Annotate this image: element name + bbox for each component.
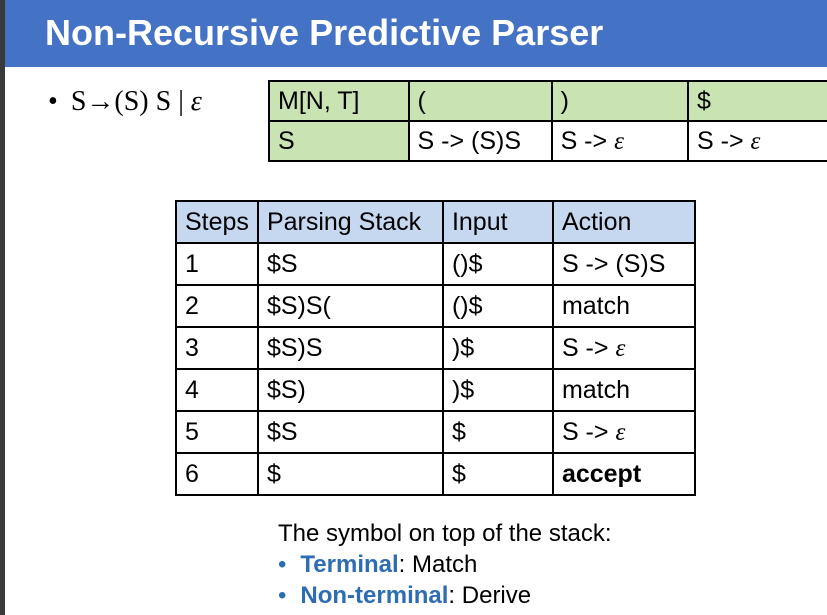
step-number-cell: 1: [175, 242, 259, 286]
note-bullet: •: [278, 582, 287, 609]
grammar-separator: |: [178, 86, 184, 117]
nonterminal-term: Non-terminal: [300, 582, 449, 609]
input-cell: ()$: [441, 284, 554, 328]
grammar-rhs: (S) S: [114, 86, 172, 117]
input-cell: )$: [441, 368, 554, 412]
stack-cell: $S): [256, 368, 444, 412]
parse-table-header-cell: $: [687, 80, 827, 122]
note-bullet: •: [278, 551, 287, 578]
grammar-rule: • S→(S) S | ε: [48, 86, 202, 118]
parse-table-cell: S -> (S)S: [407, 120, 553, 162]
input-cell: $: [441, 452, 554, 496]
grammar-arrow: →: [86, 86, 115, 117]
action-cell: S -> ε: [551, 410, 696, 454]
grammar-epsilon: ε: [190, 86, 202, 117]
stack-cell: $S)S(: [256, 284, 444, 328]
stack-cell: $S: [256, 242, 444, 286]
epsilon-symbol: ε: [750, 127, 761, 155]
parsing-stack-header-cell: Parsing Stack: [256, 200, 444, 244]
left-edge-bar: [0, 0, 5, 615]
step-number-cell: 4: [175, 368, 259, 412]
parse-table-header-row: M[N, T] ( ) $: [268, 80, 827, 122]
grammar-lhs: S: [70, 86, 87, 117]
action-cell-accept: accept: [551, 452, 696, 496]
note-item-terminal: • Terminal: Match: [278, 551, 477, 579]
slide-title: Non-Recursive Predictive Parser: [45, 12, 604, 53]
parse-table-nonterminal-cell: S: [268, 120, 410, 162]
steps-header-cell: Steps: [175, 200, 259, 244]
action-cell: match: [551, 284, 696, 328]
nonterminal-rule: : Derive: [448, 582, 532, 609]
epsilon-symbol: ε: [615, 418, 626, 446]
step-number-cell: 3: [175, 326, 259, 370]
note-item-nonterminal: • Non-terminal: Derive: [278, 582, 531, 610]
step-number-cell: 2: [175, 284, 259, 328]
terminal-rule: : Match: [398, 551, 478, 578]
step-number-cell: 6: [175, 452, 259, 496]
parse-table-corner-cell: M[N, T]: [268, 80, 410, 122]
table-row: 1 $S ()$ S -> (S)S: [175, 242, 696, 286]
epsilon-symbol: ε: [614, 127, 624, 155]
epsilon-symbol: ε: [615, 334, 626, 362]
parse-table-header-cell: (: [407, 80, 553, 122]
table-row: 2 $S)S( ()$ match: [175, 284, 696, 328]
input-cell: ()$: [441, 242, 554, 286]
input-header-cell: Input: [441, 200, 554, 244]
input-cell: $: [441, 410, 554, 454]
action-cell: S -> ε: [551, 326, 696, 370]
terminal-term: Terminal: [300, 551, 399, 578]
table-row: 3 $S)S )$ S -> ε: [175, 326, 696, 370]
stack-cell: $S)S: [256, 326, 444, 370]
input-cell: )$: [441, 326, 554, 370]
table-row: 4 $S) )$ match: [175, 368, 696, 412]
table-row: 5 $S $ S -> ε: [175, 410, 696, 454]
step-number-cell: 5: [175, 410, 259, 454]
table-row: 6 $ $ accept: [175, 452, 696, 496]
stack-cell: $S: [256, 410, 444, 454]
stack-cell: $: [256, 452, 444, 496]
parse-table-row: S S -> (S)S S -> ε S -> ε: [268, 120, 827, 162]
parse-table: M[N, T] ( ) $ S S -> (S)S S -> ε S -> ε: [268, 80, 827, 162]
action-cell: match: [551, 368, 696, 412]
parse-table-header-cell: ): [550, 80, 690, 122]
stack-top-note: The symbol on top of the stack:: [278, 520, 612, 547]
steps-table-header-row: Steps Parsing Stack Input Action: [175, 200, 696, 244]
parse-table-cell: S -> ε: [687, 120, 827, 162]
action-header-cell: Action: [551, 200, 696, 244]
steps-table: Steps Parsing Stack Input Action 1 $S ()…: [175, 200, 696, 496]
action-cell: S -> (S)S: [551, 242, 696, 286]
parse-table-cell: S -> ε: [550, 120, 690, 162]
grammar-bullet: •: [48, 86, 58, 117]
title-bar: Non-Recursive Predictive Parser: [5, 0, 827, 67]
